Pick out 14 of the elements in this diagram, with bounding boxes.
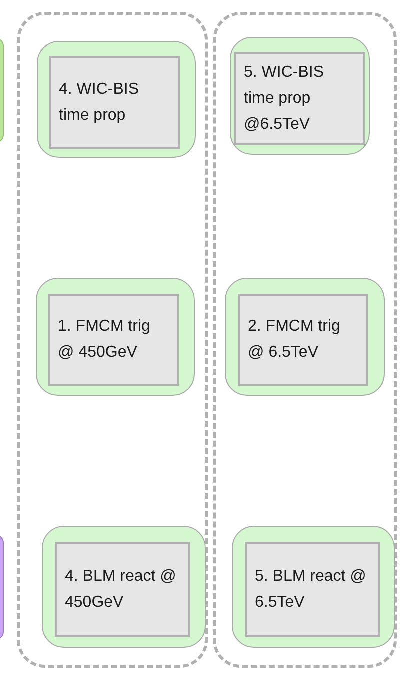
- box-label: 4. WIC-BIS time prop: [59, 80, 140, 126]
- process-box: [36, 278, 195, 396]
- box-label: 5. WIC-BIS time prop @6.5TeV: [244, 62, 326, 134]
- dashed-group-frame: [17, 12, 208, 668]
- box-label: 1. FMCM trig @ 450GeV: [58, 317, 152, 363]
- box-label: 4. BLM react @ 450GeV: [65, 566, 178, 612]
- process-box: [42, 526, 206, 648]
- process-box: [37, 41, 196, 158]
- box-label: 5. BLM react @ 6.5TeV: [255, 566, 368, 612]
- box-label: 2. FMCM trig @ 6.5TeV: [248, 317, 342, 363]
- process-box: [225, 278, 385, 396]
- process-box: [232, 526, 395, 648]
- dashed-group-frame: [213, 12, 397, 668]
- process-box: [230, 37, 370, 155]
